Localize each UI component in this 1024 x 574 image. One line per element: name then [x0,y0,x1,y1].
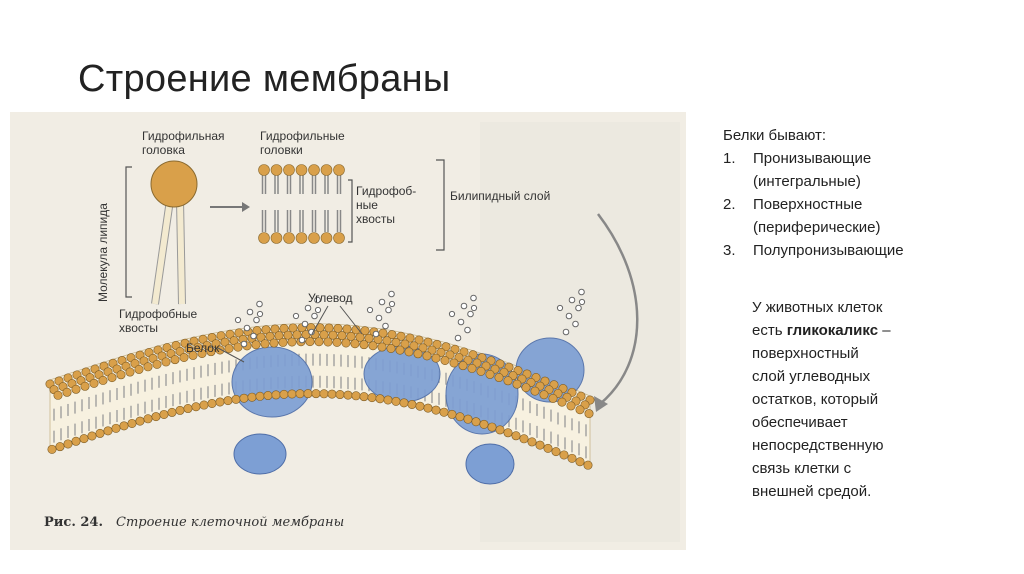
hydrophobic-tails-label-2: хвосты [119,321,158,335]
hydrophilic-head-label-2: головка [142,143,185,157]
hydrophobic-tails-top-label-1: Гидрофоб- [356,184,416,198]
hydrophobic-tails-top-label-2: ные [356,198,378,212]
list-item: 1.Пронизывающие(интегральные) [723,150,872,190]
protein-types-heading: Белки бывают: [723,127,827,144]
hydrophilic-heads-label-1: Гидрофильные [260,129,345,143]
arrow-icon [210,202,250,212]
lipid-molecule-icon [150,160,198,305]
figure-caption-prefix: Рис. 24. [44,515,103,530]
hydrophilic-head-label-1: Гидрофильная [142,129,225,143]
glycocalyx-paragraph: У животных клеток есть гликокаликс – пов… [752,299,891,500]
list-item: 3.Полупронизывающие [723,242,904,259]
protein-types-list: 1.Пронизывающие(интегральные) 2.Поверхно… [723,147,1013,262]
curved-arrow-icon [594,396,608,412]
figure-caption: Строение клеточной мембраны [116,515,344,530]
hydrophobic-tails-top-label-3: хвосты [356,212,395,226]
membrane-illustration [45,288,595,485]
membrane-figure: Молекула липида Гидрофильная головка Гид… [10,112,686,550]
slide-title: Строение мембраны [78,58,451,100]
bilipid-layer-label: Билипидный слой [450,189,550,203]
small-bilayer-icon [258,164,345,244]
carbohydrate-label: Углевод [308,291,353,305]
list-item: 2.Поверхностные(периферические) [723,196,881,236]
lipid-molecule-label: Молекула липида [96,203,110,302]
glycocalyx-term: гликокаликс [786,322,879,339]
hydrophilic-heads-label-2: головки [260,143,303,157]
hydrophobic-tails-label-1: Гидрофобные [119,307,198,321]
protein-label: Белок [186,341,220,355]
protein-types-panel: Белки бывают: 1.Пронизывающие(интегральн… [723,124,1013,262]
